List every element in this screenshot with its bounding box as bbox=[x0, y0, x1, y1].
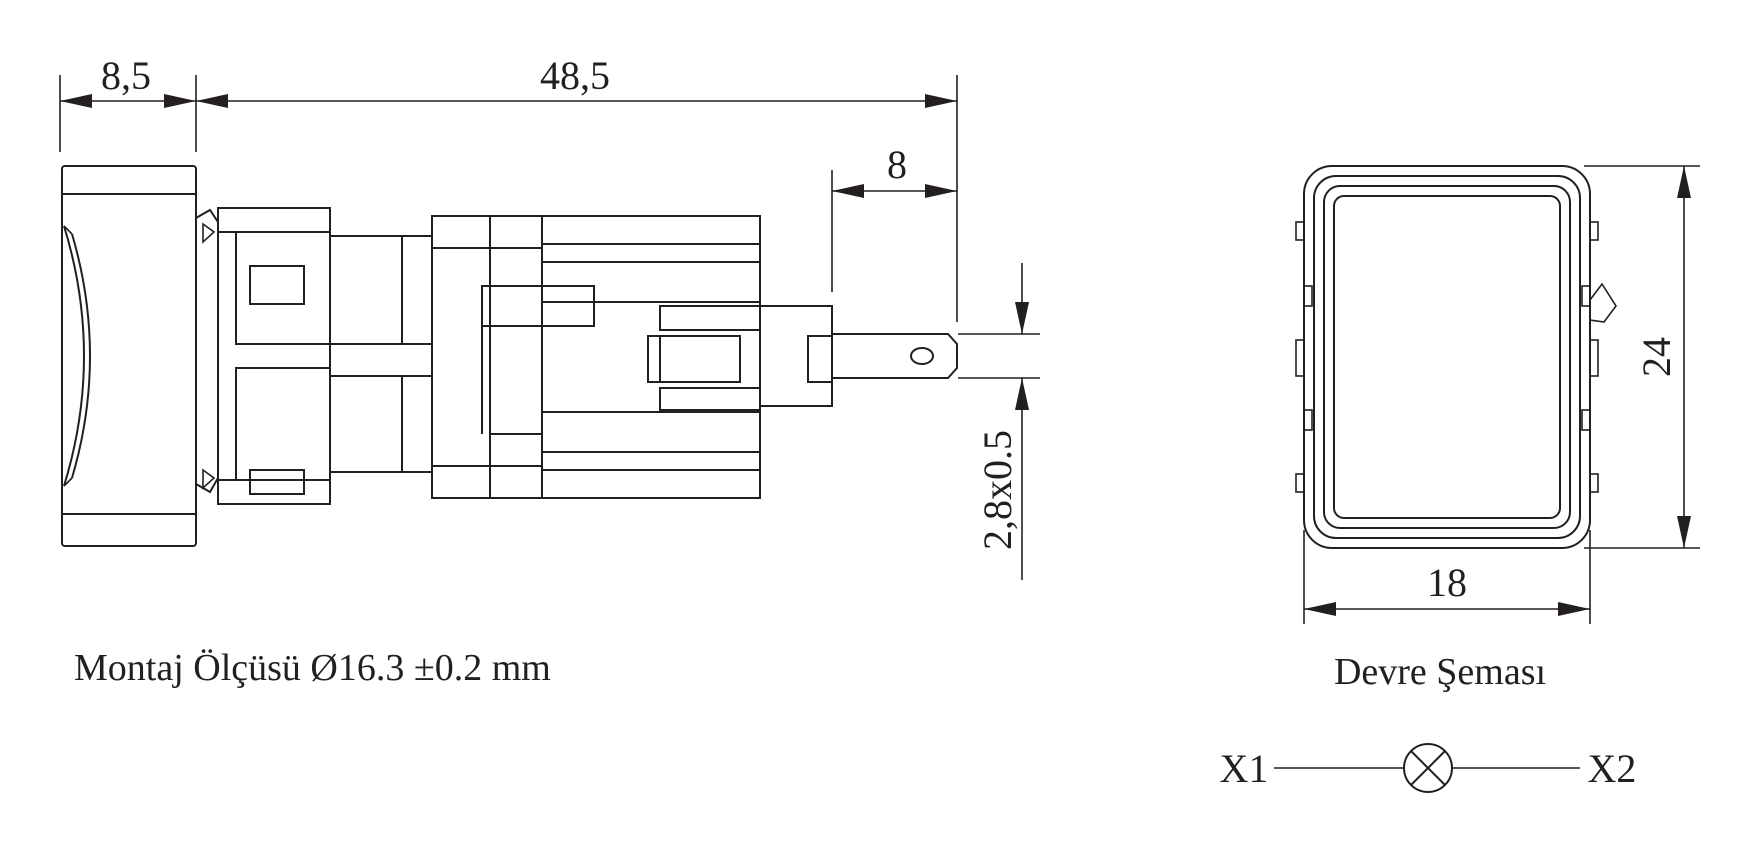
dim-height-label: 24 bbox=[1634, 337, 1679, 377]
dimension-height: 24 bbox=[1584, 165, 1700, 549]
dimension-front-depth: 8,5 bbox=[60, 53, 196, 108]
mounting-size-caption: Montaj Ölçüsü Ø16.3 ±0.2 mm bbox=[74, 647, 551, 689]
side-view: 8,5 48,5 8 2,8x0.5 bbox=[59, 53, 1040, 580]
front-view: 24 18 bbox=[1295, 165, 1700, 624]
front-side-clips bbox=[1295, 221, 1617, 493]
terminal-x2-label: X2 bbox=[1588, 746, 1637, 791]
dimension-terminal-size: 2,8x0.5 bbox=[958, 263, 1040, 580]
terminal-x1-label: X1 bbox=[1220, 746, 1269, 791]
dim-total-length-label: 48,5 bbox=[540, 53, 610, 98]
front-bezel bbox=[61, 165, 197, 547]
dim-front-depth-label: 8,5 bbox=[101, 53, 151, 98]
circuit-diagram-caption: Devre Şeması bbox=[1334, 651, 1546, 693]
dim-terminal-size-label: 2,8x0.5 bbox=[975, 430, 1020, 550]
mounting-clip bbox=[195, 208, 219, 494]
dim-terminal-length-label: 8 bbox=[887, 142, 907, 187]
housing-body bbox=[217, 207, 432, 505]
circuit-diagram: X1 X2 bbox=[1220, 743, 1637, 793]
terminal-tab bbox=[759, 305, 958, 407]
connector-block bbox=[541, 215, 761, 499]
dimension-width: 18 bbox=[1303, 530, 1591, 624]
socket-block bbox=[431, 215, 595, 499]
dim-width-label: 18 bbox=[1427, 560, 1467, 605]
lamp-symbol-icon bbox=[1403, 743, 1453, 793]
dimension-terminal-length: 8 bbox=[832, 142, 957, 198]
dimension-total-length: 48,5 bbox=[196, 53, 957, 108]
